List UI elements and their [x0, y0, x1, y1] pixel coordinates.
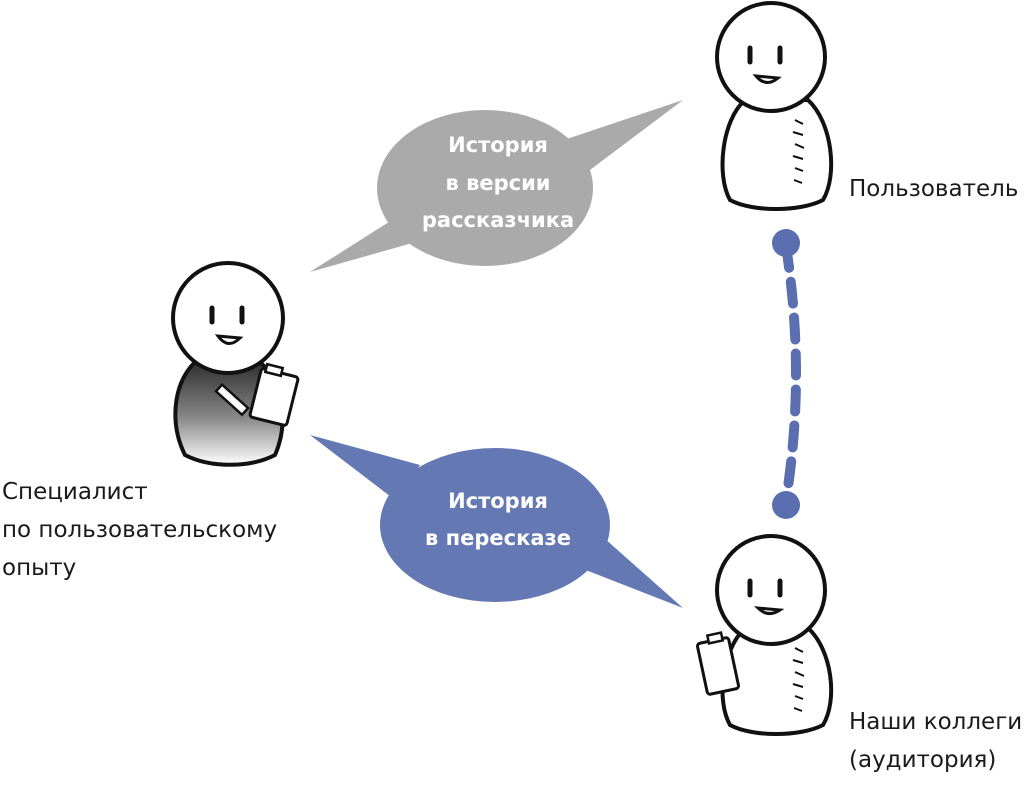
clipboard-icon	[696, 631, 740, 696]
bubble-bottom-line-1: История	[448, 489, 548, 513]
ux-specialist-label-line-2: по пользовательскому	[2, 517, 278, 543]
bubble-top-line-1: История	[448, 133, 548, 157]
connector-user-colleagues	[772, 229, 801, 519]
colleagues-label: Наши коллеги (аудитория)	[849, 703, 1022, 779]
bubble-top-line-2: в версии	[445, 171, 550, 195]
user-label: Пользователь	[849, 176, 1019, 202]
colleagues-figure	[696, 534, 834, 736]
ux-specialist-label-line-1: Специалист	[2, 479, 148, 505]
pencil-icon	[214, 382, 250, 417]
user-figure	[715, 1, 834, 211]
bubble-bottom-line-2: в пересказе	[425, 526, 571, 550]
speech-bubble-retelling: История в пересказе	[310, 435, 683, 608]
speech-bubble-storyteller: История в версии рассказчика	[310, 100, 683, 272]
clipboard-icon	[248, 362, 300, 427]
colleagues-label-line-1: Наши коллеги	[849, 709, 1023, 735]
ux-specialist-label: Специалист по пользовательскому опыту	[2, 473, 277, 587]
colleagues-label-line-2: (аудитория)	[849, 747, 997, 773]
bubble-top-line-3: рассказчика	[422, 208, 574, 232]
ux-specialist-figure	[171, 261, 300, 467]
ux-specialist-label-line-3: опыту	[2, 555, 77, 581]
